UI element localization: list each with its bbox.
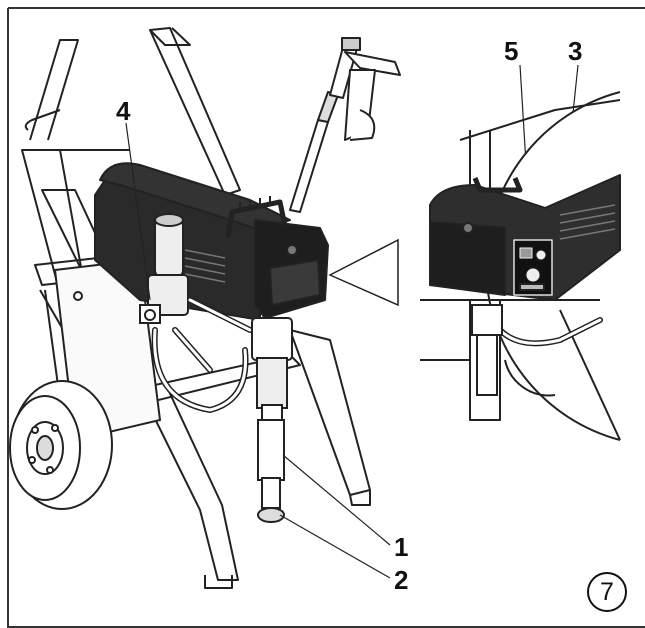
callout-3: 3 — [568, 36, 583, 66]
figure-number: 7 — [600, 577, 614, 606]
callout-2: 2 — [394, 565, 409, 595]
spray-gun — [289, 37, 401, 213]
callout-1: 1 — [394, 532, 409, 562]
pump-lower — [251, 317, 293, 523]
figure-number-badge: 7 — [587, 572, 627, 612]
wheel — [9, 380, 113, 510]
filter-assembly — [139, 213, 189, 324]
figure-border — [7, 7, 645, 628]
detail-zoom — [328, 91, 621, 441]
callout-5: 5 — [504, 36, 519, 66]
callout-4: 4 — [116, 96, 131, 126]
